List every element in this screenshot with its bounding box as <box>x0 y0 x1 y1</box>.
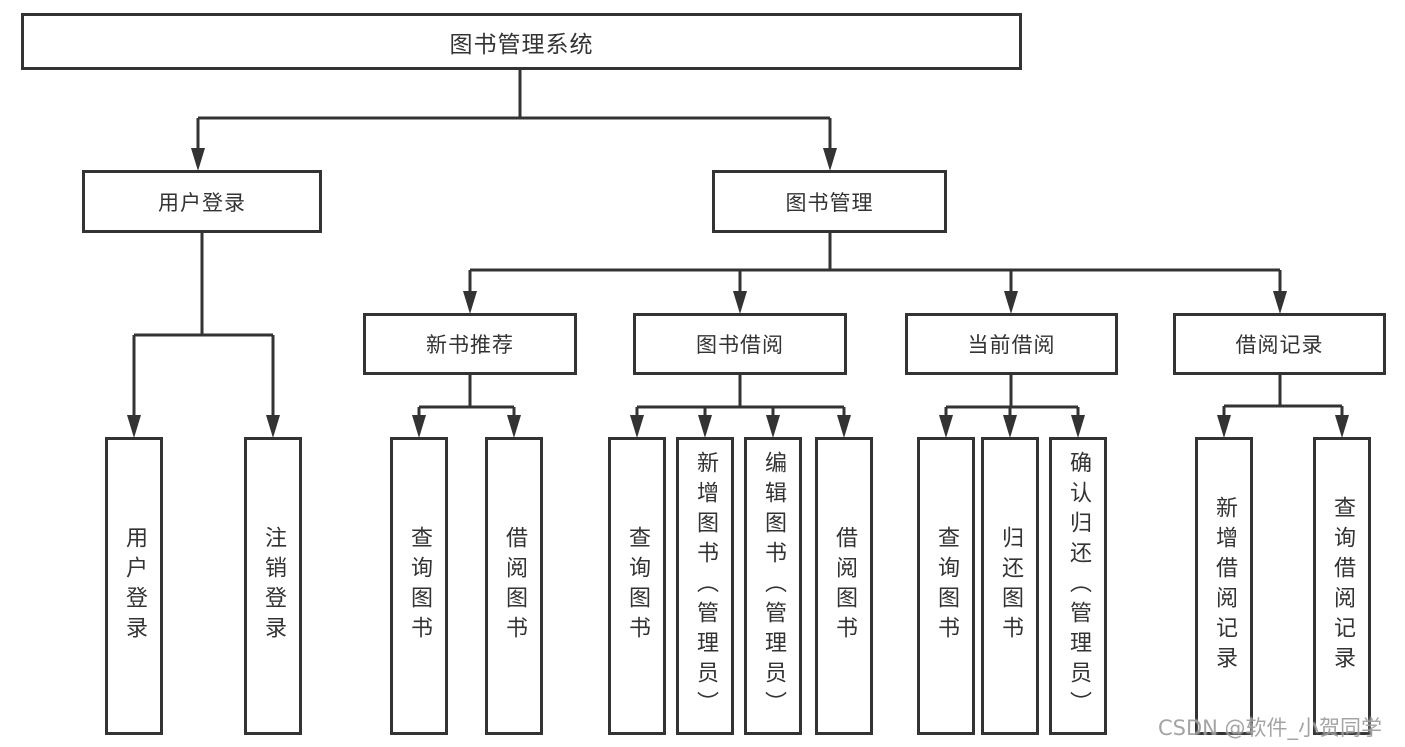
leaf-borrow-books: 借阅图书 <box>815 437 873 735</box>
leaf-label: 借阅图书 <box>502 526 527 646</box>
leaf-borrow-books-recommend: 借阅图书 <box>485 437 543 735</box>
csdn-watermark: CSDN @软件_小贺同学 <box>1158 716 1383 740</box>
leaf-add-borrow-record: 新增借阅记录 <box>1195 437 1253 735</box>
leaf-logout: 注销登录 <box>244 437 302 735</box>
leaf-query-books-current: 查询图书 <box>917 437 975 735</box>
node-user-login: 用户登录 <box>82 170 322 233</box>
node-current-borrowing: 当前借阅 <box>905 313 1118 375</box>
node-book-borrowing: 图书借阅 <box>633 313 847 375</box>
leaf-label: 查询图书 <box>407 526 432 646</box>
node-label: 图书借阅 <box>696 333 784 357</box>
node-new-book-recommendation: 新书推荐 <box>363 313 577 375</box>
leaf-label: 归还图书 <box>998 526 1023 646</box>
node-label: 图书管理 <box>785 190 874 215</box>
leaf-label: 编辑图书（管理员） <box>761 451 786 721</box>
node-label: 借阅记录 <box>1235 333 1324 357</box>
leaf-query-borrow-record: 查询借阅记录 <box>1313 437 1371 735</box>
leaf-label: 新增借阅记录 <box>1212 496 1237 676</box>
leaf-user-login: 用户登录 <box>105 437 163 735</box>
leaf-label: 查询借阅记录 <box>1330 496 1355 676</box>
leaf-label: 注销登录 <box>261 526 286 646</box>
node-label: 用户登录 <box>158 190 246 215</box>
node-label: 新书推荐 <box>426 333 514 357</box>
leaf-label: 用户登录 <box>122 526 147 646</box>
leaf-return-books: 归还图书 <box>981 437 1039 735</box>
leaf-label: 新增图书（管理员） <box>693 451 718 721</box>
node-library-management-system: 图书管理系统 <box>21 13 1022 70</box>
node-label: 图书管理系统 <box>449 31 594 58</box>
leaf-confirm-return-admin: 确认归还（管理员） <box>1049 437 1107 735</box>
leaf-query-books-recommend: 查询图书 <box>390 437 448 735</box>
leaf-label: 确认归还（管理员） <box>1066 451 1091 721</box>
leaf-label: 查询图书 <box>934 526 959 646</box>
leaf-edit-books-admin: 编辑图书（管理员） <box>744 437 802 735</box>
leaf-label: 借阅图书 <box>832 526 857 646</box>
leaf-label: 查询图书 <box>625 526 650 646</box>
node-borrowing-records: 借阅记录 <box>1173 313 1386 375</box>
node-book-management: 图书管理 <box>712 170 947 233</box>
node-label: 当前借阅 <box>967 333 1056 357</box>
leaf-query-books-borrow: 查询图书 <box>608 437 666 735</box>
leaf-add-books-admin: 新增图书（管理员） <box>676 437 734 735</box>
